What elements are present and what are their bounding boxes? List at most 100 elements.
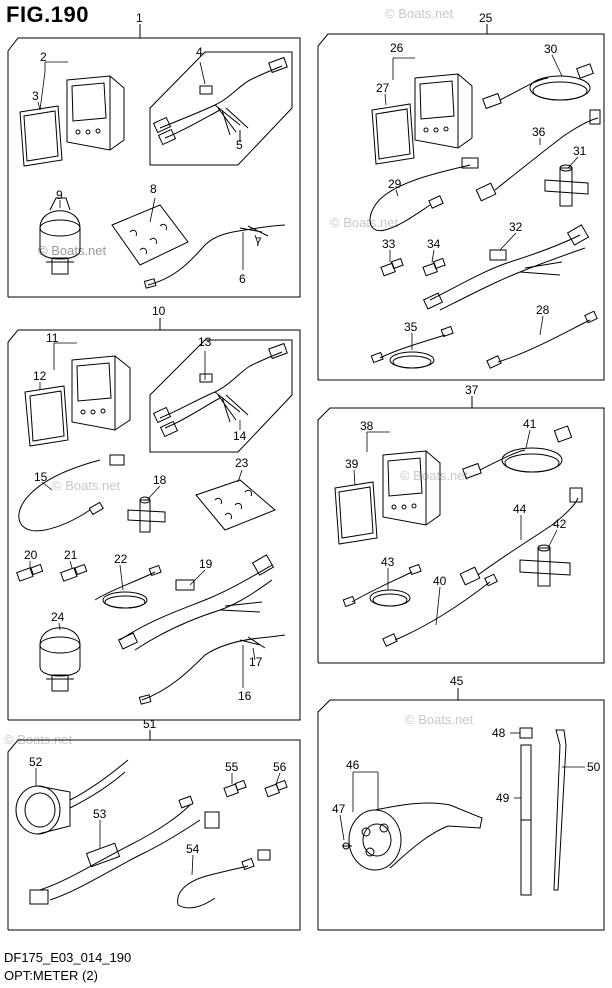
callout-35: 35 bbox=[404, 320, 418, 334]
leader-lines bbox=[29, 54, 585, 876]
callout-36: 36 bbox=[532, 125, 546, 139]
callout-6: 6 bbox=[239, 272, 246, 286]
cable-36 bbox=[475, 109, 601, 202]
callout-19: 19 bbox=[199, 557, 213, 571]
callout-56: 56 bbox=[273, 760, 287, 774]
cable-22 bbox=[94, 564, 162, 609]
screw-47 bbox=[342, 842, 352, 850]
callout-46: 46 bbox=[346, 758, 360, 772]
callout-43: 43 bbox=[381, 555, 395, 569]
callout-29: 29 bbox=[388, 177, 402, 191]
terminator-34 bbox=[422, 257, 446, 277]
cap-48 bbox=[519, 727, 533, 739]
callout-28: 28 bbox=[536, 303, 550, 317]
callout-50: 50 bbox=[587, 760, 601, 774]
gauge-display-11 bbox=[71, 355, 131, 431]
callout-8: 8 bbox=[150, 182, 157, 196]
group-1-box bbox=[7, 24, 301, 298]
callout-37: 37 bbox=[465, 383, 479, 397]
callout-32: 32 bbox=[509, 220, 523, 234]
callout-10: 10 bbox=[152, 304, 166, 318]
cable-30 bbox=[482, 63, 594, 110]
callout-26: 26 bbox=[390, 41, 404, 55]
group-10-box bbox=[7, 318, 301, 721]
display-bezel-12 bbox=[24, 385, 69, 447]
gauge-holder-46 bbox=[348, 802, 483, 871]
callout-45: 45 bbox=[450, 674, 464, 688]
tee-connector-31 bbox=[544, 164, 589, 207]
callout-21: 21 bbox=[64, 548, 78, 562]
harness-53 bbox=[29, 795, 220, 905]
callout-38: 38 bbox=[360, 419, 374, 433]
callout-18: 18 bbox=[153, 473, 167, 487]
callout-48: 48 bbox=[492, 726, 506, 740]
callout-51: 51 bbox=[143, 717, 157, 731]
callout-30: 30 bbox=[544, 42, 558, 56]
callout-31: 31 bbox=[573, 144, 587, 158]
callout-12: 12 bbox=[33, 369, 47, 383]
cable-6 bbox=[143, 224, 286, 289]
cable-16 bbox=[138, 634, 286, 705]
watermark: © Boats.net bbox=[52, 478, 121, 493]
gauge-display-2 bbox=[66, 75, 125, 151]
figure-title: FIG.190 bbox=[6, 2, 89, 27]
callout-9: 9 bbox=[56, 188, 63, 202]
tee-connector-18 bbox=[127, 496, 166, 533]
terminator-21 bbox=[60, 563, 88, 582]
hardware-bag-8 bbox=[111, 204, 189, 266]
callout-39: 39 bbox=[345, 457, 359, 471]
group-51-box bbox=[7, 730, 301, 931]
watermark: © Boats.net bbox=[400, 468, 469, 483]
gauge-display-26 bbox=[414, 73, 473, 149]
display-bezel-39 bbox=[334, 481, 378, 545]
buzzer-24 bbox=[39, 627, 81, 692]
callout-15: 15 bbox=[34, 470, 48, 484]
group-37-box bbox=[317, 396, 605, 664]
cable-43 bbox=[342, 563, 422, 608]
diagram-code: DF175_E03_014_190 bbox=[4, 950, 132, 965]
diagram-caption: OPT:METER (2) bbox=[4, 968, 98, 983]
callout-23: 23 bbox=[235, 456, 249, 470]
harness-13 bbox=[149, 339, 293, 453]
harness-4 bbox=[149, 51, 293, 166]
callout-44: 44 bbox=[513, 502, 527, 516]
callout-25: 25 bbox=[479, 11, 493, 25]
callout-13: 13 bbox=[198, 335, 212, 349]
cable-15 bbox=[18, 454, 125, 532]
gauge-display-38 bbox=[382, 450, 441, 526]
terminator-56 bbox=[264, 779, 288, 798]
callout-16: 16 bbox=[238, 689, 252, 703]
gauge-52 bbox=[15, 759, 129, 835]
callout-33: 33 bbox=[382, 237, 396, 251]
callout-5: 5 bbox=[236, 138, 243, 152]
callout-22: 22 bbox=[114, 552, 128, 566]
cable-tie-50 bbox=[553, 729, 567, 891]
callout-53: 53 bbox=[93, 807, 107, 821]
callout-2: 2 bbox=[40, 50, 47, 64]
terminator-20 bbox=[16, 563, 44, 582]
callout-7: 7 bbox=[255, 235, 262, 249]
callout-42: 42 bbox=[553, 517, 567, 531]
display-bezel-3 bbox=[19, 105, 63, 167]
watermark: © Boats.net bbox=[405, 712, 474, 727]
harness-32 bbox=[422, 224, 590, 311]
callout-41: 41 bbox=[523, 417, 537, 431]
group-25-box bbox=[317, 24, 605, 381]
callout-20: 20 bbox=[24, 548, 38, 562]
callout-11: 11 bbox=[46, 331, 59, 345]
cable-44 bbox=[459, 487, 583, 586]
callout-55: 55 bbox=[225, 760, 239, 774]
group-45-box bbox=[317, 688, 605, 931]
terminator-33 bbox=[380, 257, 404, 277]
callout-14: 14 bbox=[233, 429, 247, 443]
display-bezel-27 bbox=[371, 103, 415, 165]
buzzer-9 bbox=[39, 197, 81, 275]
callout-17: 17 bbox=[249, 655, 263, 669]
callout-numbers: 1 2 3 4 5 6 7 8 9 10 11 12 13 14 15 16 1… bbox=[24, 11, 601, 856]
callout-40: 40 bbox=[433, 574, 447, 588]
callout-47: 47 bbox=[332, 802, 346, 816]
callout-1: 1 bbox=[136, 11, 143, 25]
callout-49: 49 bbox=[496, 791, 510, 805]
watermark: © Boats.net bbox=[38, 243, 107, 258]
